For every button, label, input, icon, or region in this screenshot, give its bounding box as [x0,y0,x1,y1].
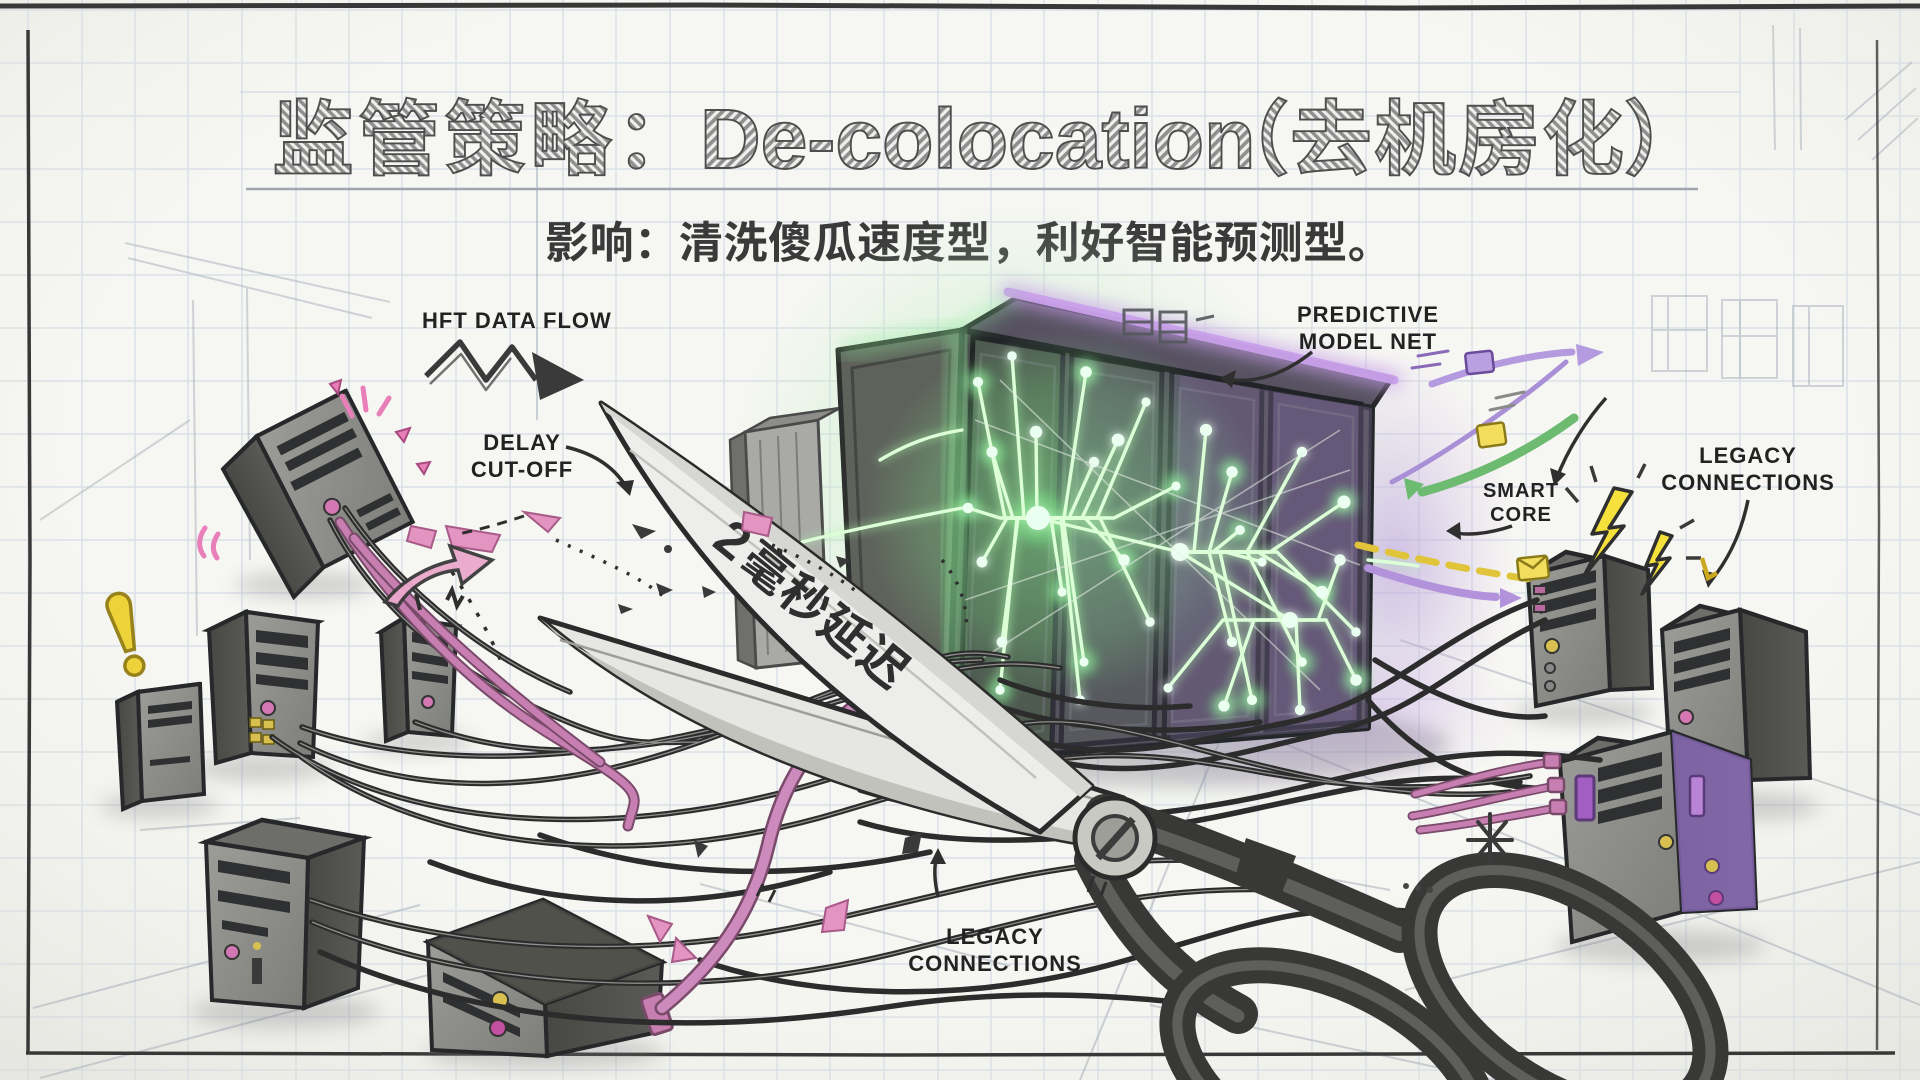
svg-text:CORE: CORE [1490,504,1552,526]
svg-text:De-colocation: De-colocation [700,92,1255,186]
svg-text:CONNECTIONS: CONNECTIONS [908,951,1082,976]
svg-text:PREDICTIVE: PREDICTIVE [1297,302,1439,327]
svg-text:HFT DATA FLOW: HFT DATA FLOW [422,308,612,333]
svg-text:CONNECTIONS: CONNECTIONS [1661,470,1835,495]
svg-text:LEGACY: LEGACY [946,924,1044,949]
svg-text:SMART: SMART [1483,480,1559,502]
svg-text:DELAY: DELAY [483,430,561,455]
svg-text:LEGACY: LEGACY [1699,443,1797,468]
svg-text:MODEL NET: MODEL NET [1299,329,1437,354]
svg-text:CUT-OFF: CUT-OFF [471,457,573,482]
